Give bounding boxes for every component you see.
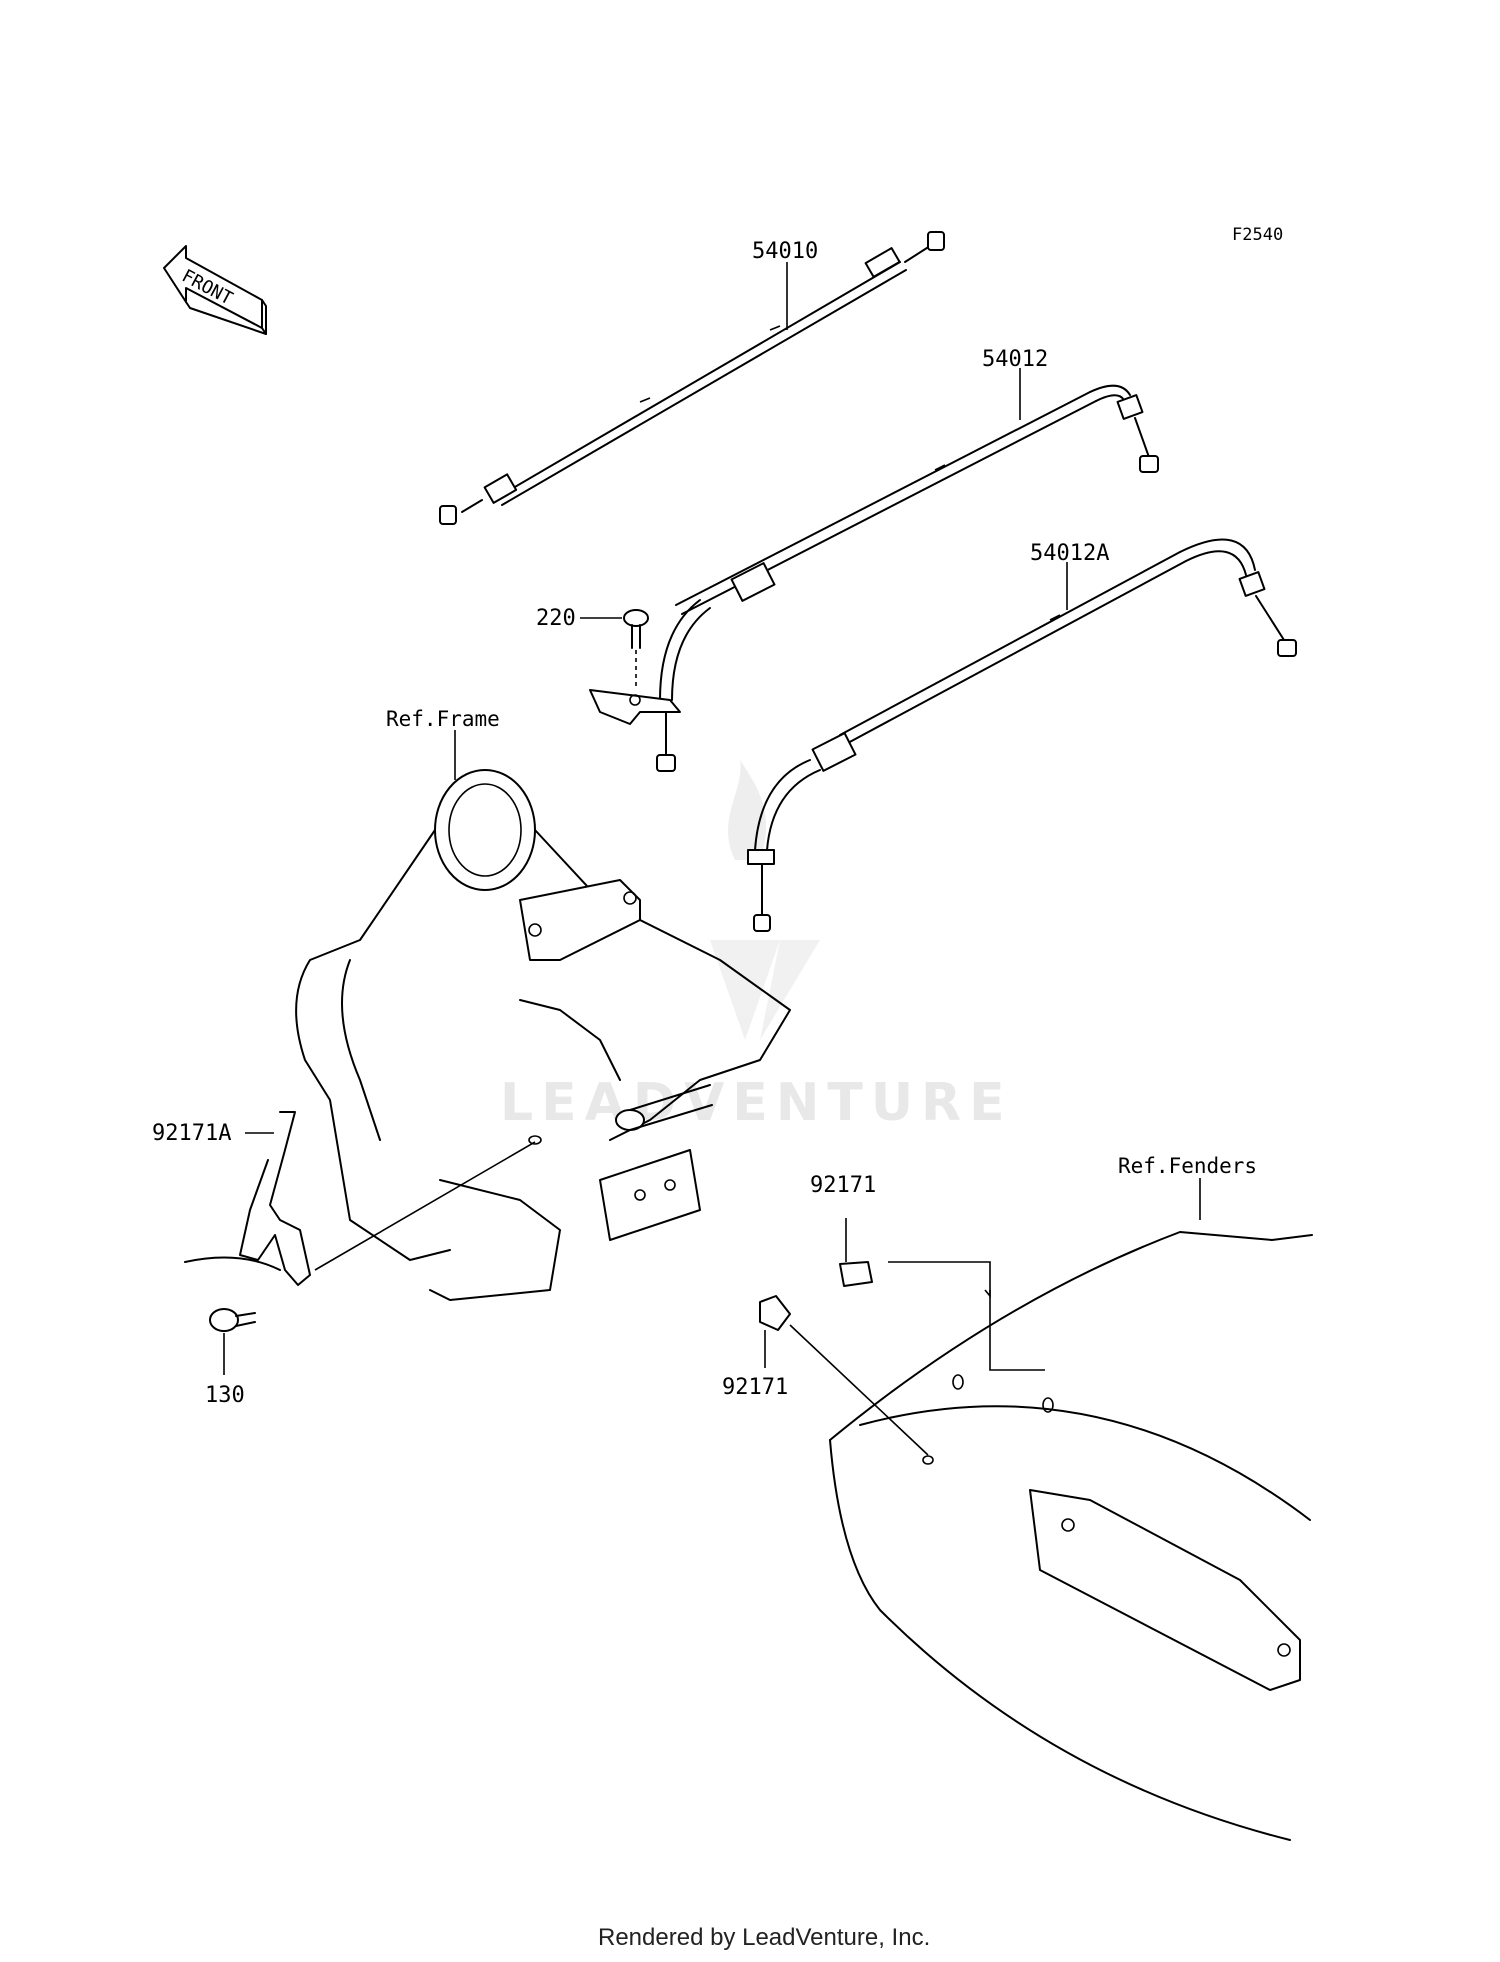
cable-54012a[interactable] bbox=[747, 538, 1297, 932]
clamp-92171-upper[interactable] bbox=[839, 1261, 1045, 1371]
label-ref-fenders: Ref.Fenders bbox=[1118, 1154, 1257, 1178]
bolt-130[interactable] bbox=[209, 1308, 256, 1332]
label-54010: 54010 bbox=[752, 239, 818, 264]
leadventure-watermark: LEADVENTURE bbox=[500, 760, 1013, 1133]
screw-220[interactable] bbox=[623, 609, 649, 690]
label-54012a: 54012A bbox=[1030, 541, 1109, 566]
frame-reference bbox=[295, 769, 791, 1301]
label-130: 130 bbox=[205, 1383, 245, 1408]
label-92171-upper: 92171 bbox=[810, 1173, 876, 1198]
footer-credit: Rendered by LeadVenture, Inc. bbox=[598, 1924, 930, 1951]
label-ref-frame: Ref.Frame bbox=[386, 707, 500, 731]
label-54012: 54012 bbox=[982, 347, 1048, 372]
cable-54012[interactable] bbox=[589, 384, 1159, 772]
cable-54010[interactable] bbox=[439, 231, 945, 525]
clamp-92171a[interactable] bbox=[184, 1111, 536, 1286]
label-220: 220 bbox=[536, 606, 576, 631]
watermark-text: LEADVENTURE bbox=[500, 1073, 1013, 1133]
clamp-92171-lower[interactable] bbox=[759, 1295, 929, 1456]
label-92171a: 92171A bbox=[152, 1121, 231, 1146]
fender-reference bbox=[829, 1231, 1313, 1841]
label-92171-lower: 92171 bbox=[722, 1375, 788, 1400]
diagram-id: F2540 bbox=[1232, 225, 1283, 245]
front-arrow-icon: FRONT bbox=[163, 245, 267, 335]
